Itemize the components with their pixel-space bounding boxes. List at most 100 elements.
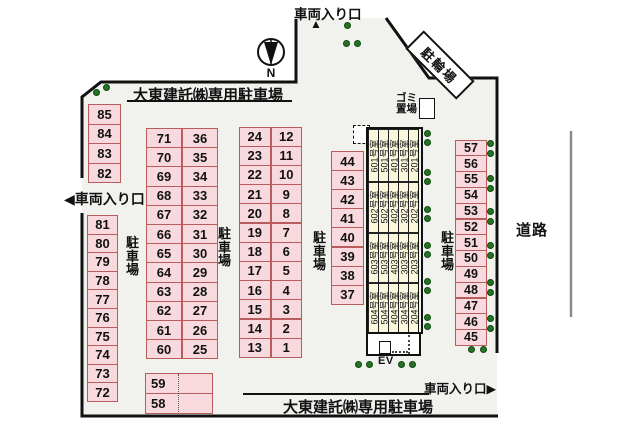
parking-lot-label-char: 車 [313,243,327,259]
parking-space-43: 43 [331,170,364,191]
shrub-dot [353,39,361,47]
shrub-dot [342,39,350,47]
parking-space-38: 38 [331,265,364,286]
parking-space-28: 28 [182,281,218,302]
boundary-top-left [80,19,298,178]
entrance-left-arrow-icon: ◀ [64,191,75,207]
parking-space-80: 80 [87,233,118,254]
parking-space-55: 55 [455,171,487,188]
shrub-dot [354,360,362,368]
shrub-dot [486,207,494,215]
parking-space-41: 41 [331,208,364,229]
parking-lot-label-char: 場 [441,257,455,273]
shrub-dot [423,277,431,285]
parking-space-84: 84 [88,123,121,145]
parking-space-70: 70 [146,147,182,168]
parking-space-51: 51 [455,234,487,252]
parking-space-16: 16 [239,280,271,301]
parking-space-2: 2 [270,318,302,339]
parking-space-37: 37 [331,284,364,305]
entrance-top-arrow-icon: ▲ [310,17,322,31]
parking-space-53: 53 [455,202,487,220]
parking-space-60: 60 [146,339,182,360]
shrub-dot [102,83,110,91]
building-corridor-line [418,129,419,333]
parking-space-57: 57 [455,139,487,157]
parking-space-71: 71 [146,128,182,149]
shrub-dot [423,250,431,258]
shrub-dot [486,184,494,192]
shrub-dot [343,21,351,29]
shrub-dot [486,251,494,259]
parking-space-52: 52 [455,218,487,236]
parking-space-83: 83 [88,143,121,164]
shrub-dot [486,278,494,286]
parking-space-21: 21 [239,184,271,205]
parking-space-82: 82 [88,162,121,184]
shrub-dot [423,286,431,294]
parking-lot-label-char: 駐 [441,230,455,245]
parking-space-30: 30 [182,243,218,264]
parking-space-73: 73 [87,363,118,384]
shrub-dot [486,174,494,182]
shrub-dot [486,314,494,322]
parking-space-8: 8 [270,203,302,224]
elevator-door-icon [379,341,391,354]
parking-space-65: 65 [146,243,182,264]
parking-space-67: 67 [146,204,182,225]
entrance-left-text: 車両入り口 [74,191,145,207]
parking-space-5: 5 [270,260,302,282]
entrance-bottom-arrow-icon: ▶ [486,382,497,396]
elevator-dotted-line-h [392,351,408,353]
parking-space-44: 44 [331,151,364,172]
parking-space-45: 45 [455,329,487,346]
garbage-label: ゴミ 置場 [396,93,417,115]
road-label: 道路 [516,222,549,239]
shrub-dot [423,138,431,146]
parking-lot-label-char: 駐 [313,230,327,245]
parking-space-42: 42 [331,189,364,210]
parking-space-25: 25 [182,339,218,360]
parking-space-19: 19 [239,222,271,243]
parking-space-7: 7 [270,222,302,243]
garbage-label-line1: ゴミ [396,92,417,104]
parking-space-56: 56 [455,155,487,173]
parking-space-74: 74 [87,345,118,365]
parking-space-32: 32 [182,204,218,225]
parking-space-48: 48 [455,281,487,299]
parking-space-27: 27 [182,300,218,321]
parking-lot-label-1: 駐車場 [126,236,139,277]
elevator-label: EV [378,355,394,367]
parking-space-66: 66 [146,224,182,245]
parking-space-23: 23 [239,145,271,166]
parking-lot-label-char: 車 [218,239,232,255]
parking-space-85: 85 [88,104,121,125]
parking-space-62: 62 [146,300,182,321]
parking-space-54: 54 [455,186,487,204]
entrance-bottom-label: 車両入り口▶ [424,378,496,397]
shrub-dot [423,214,431,222]
shrub-dot [486,139,494,147]
parking-space-9: 9 [270,184,302,205]
parking-lot-label-char: 場 [313,257,327,273]
parking-lot-label-4: 駐車場 [441,231,454,272]
parking-space-81: 81 [87,215,118,235]
bottom-header: 大東建託㈱専用駐車場 [283,399,434,416]
parking-space-59: 59 [145,373,213,394]
parking-space-39: 39 [331,246,364,267]
parking-space-64: 64 [146,262,182,283]
parking-space-11: 11 [270,145,302,166]
parking-space-14: 14 [239,318,271,339]
parking-lot-label-3: 駐車場 [313,231,326,272]
shrub-dot [423,241,431,249]
parking-space-46: 46 [455,313,487,331]
parking-space-17: 17 [239,260,271,282]
parking-space-35: 35 [182,147,218,168]
parking-space-24: 24 [239,126,271,147]
boundary-bottom-left [80,213,498,418]
garbage-station-icon [419,98,435,119]
parking-space-1: 1 [270,337,302,358]
entrance-left-label: ◀車両入り口 [64,189,145,209]
parking-space-31: 31 [182,224,218,245]
parking-space-79: 79 [87,252,118,272]
